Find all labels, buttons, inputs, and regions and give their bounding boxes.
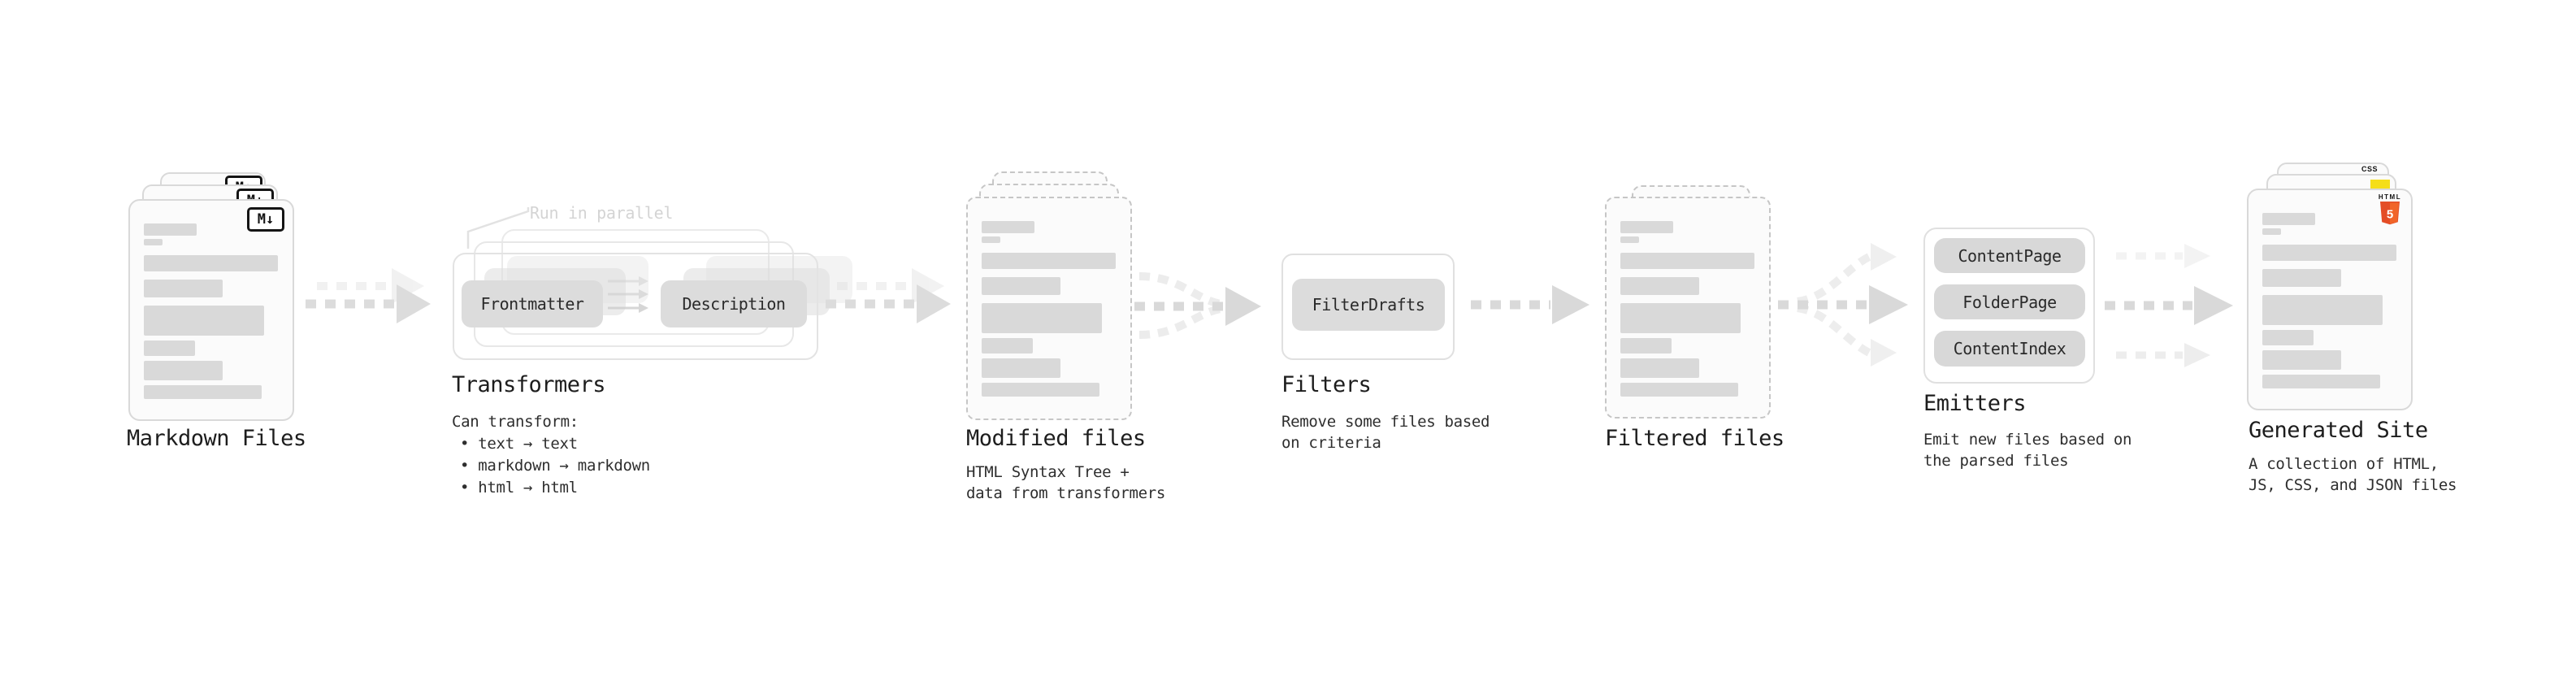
markdown-file-card-front: M↓ bbox=[128, 199, 294, 421]
modified-files-subtitle: HTML Syntax Tree + data from transformer… bbox=[966, 463, 1166, 502]
doc-text-bar bbox=[144, 361, 223, 380]
filter-box-filterdrafts: FilterDrafts bbox=[1292, 279, 1445, 331]
transformers-bullet-list: • text → text • markdown → markdown • ht… bbox=[460, 433, 650, 499]
bullet-item: • markdown → markdown bbox=[460, 457, 650, 475]
emitters-subtitle: Emit new files based on the parsed files bbox=[1923, 431, 2132, 470]
modified-file-card-front bbox=[966, 197, 1132, 420]
dashed-arrow-icon bbox=[306, 268, 431, 323]
emitter-box-contentindex: ContentIndex bbox=[1934, 331, 2085, 367]
doc-text-bar bbox=[1620, 383, 1738, 397]
html5-icon-number: 5 bbox=[2387, 208, 2393, 222]
doc-text-bar bbox=[982, 221, 1034, 233]
doc-text-bar bbox=[982, 253, 1116, 269]
filters-container bbox=[1281, 254, 1455, 360]
html5-icon: HTML 5 bbox=[2377, 193, 2403, 228]
markdown-icon: M↓ bbox=[247, 207, 284, 232]
stage-title-filters: Filters bbox=[1281, 372, 1372, 397]
doc-text-bar bbox=[144, 306, 264, 336]
doc-text-bar bbox=[1620, 221, 1673, 233]
doc-text-bar bbox=[982, 236, 1000, 243]
doc-text-bar bbox=[1620, 338, 1672, 354]
emitter-box-folderpage: FolderPage bbox=[1934, 284, 2085, 319]
doc-content-bars bbox=[1620, 221, 1754, 397]
doc-text-bar bbox=[1620, 277, 1699, 295]
transformers-heading: Can transform: bbox=[452, 413, 579, 431]
transformer-box-frontmatter: Frontmatter bbox=[462, 280, 603, 327]
doc-text-bar bbox=[2262, 245, 2396, 261]
doc-text-bar bbox=[144, 255, 278, 271]
stage-title-generated-site: Generated Site bbox=[2249, 418, 2428, 443]
doc-text-bar bbox=[144, 223, 197, 236]
doc-text-bar bbox=[982, 277, 1060, 295]
transformer-layer-frame-front bbox=[453, 253, 818, 360]
doc-text-bar bbox=[2262, 213, 2315, 225]
run-in-parallel-annotation: Run in parallel bbox=[530, 203, 674, 223]
stage-title-modified-files: Modified files bbox=[966, 426, 1146, 451]
doc-text-bar bbox=[982, 358, 1060, 378]
css-icon-label: CSS bbox=[2361, 165, 2379, 173]
dashed-arrow-icon bbox=[826, 268, 951, 323]
doc-text-bar bbox=[2262, 350, 2341, 370]
doc-text-bar bbox=[2262, 269, 2341, 287]
doc-content-bars bbox=[982, 221, 1116, 397]
converging-dashed-arrow-icon bbox=[1134, 272, 1261, 339]
doc-text-bar bbox=[982, 383, 1099, 397]
transformer-box-description: Description bbox=[661, 280, 807, 327]
doc-text-bar bbox=[1620, 303, 1741, 333]
stage-title-transformers: Transformers bbox=[452, 372, 606, 397]
javascript-icon bbox=[2370, 180, 2390, 189]
filters-subtitle: Remove some files based on criteria bbox=[1281, 413, 1490, 452]
generated-file-card-html: HTML 5 bbox=[2247, 189, 2413, 410]
doc-text-bar bbox=[2262, 228, 2281, 235]
annotation-leader-line bbox=[466, 207, 530, 249]
emitter-box-contentpage: ContentPage bbox=[1934, 238, 2085, 273]
doc-content-bars bbox=[144, 223, 278, 399]
doc-text-bar bbox=[144, 239, 163, 245]
doc-text-bar bbox=[1620, 236, 1639, 243]
doc-content-bars bbox=[2262, 213, 2396, 388]
html5-shield-icon: 5 bbox=[2380, 202, 2400, 225]
bullet-item: • html → html bbox=[460, 479, 578, 497]
dashed-arrow-icon bbox=[1471, 285, 1589, 324]
parallel-dashed-arrows-icon bbox=[2105, 244, 2233, 367]
doc-text-bar bbox=[144, 280, 223, 297]
doc-text-bar bbox=[1620, 358, 1699, 378]
stage-title-filtered-files: Filtered files bbox=[1605, 426, 1785, 451]
emitters-container bbox=[1923, 228, 2095, 384]
doc-text-bar bbox=[982, 338, 1033, 354]
parallel-flow-arrows-icon bbox=[608, 276, 648, 313]
stage-title-emitters: Emitters bbox=[1923, 391, 2027, 416]
html5-icon-label: HTML bbox=[2378, 193, 2402, 201]
filtered-file-card-front bbox=[1605, 197, 1771, 419]
doc-text-bar bbox=[982, 303, 1102, 333]
generated-site-subtitle: A collection of HTML, JS, CSS, and JSON … bbox=[2249, 455, 2457, 494]
doc-text-bar bbox=[144, 340, 195, 356]
doc-text-bar bbox=[2262, 375, 2380, 388]
markdown-icon-label: M↓ bbox=[257, 210, 275, 228]
bullet-item: • text → text bbox=[460, 435, 578, 453]
doc-text-bar bbox=[1620, 253, 1754, 269]
doc-text-bar bbox=[2262, 330, 2314, 345]
doc-text-bar bbox=[2262, 295, 2383, 325]
stage-title-markdown-files: Markdown Files bbox=[127, 426, 306, 451]
doc-text-bar bbox=[144, 385, 262, 399]
diverging-dashed-arrow-icon bbox=[1778, 243, 1908, 367]
